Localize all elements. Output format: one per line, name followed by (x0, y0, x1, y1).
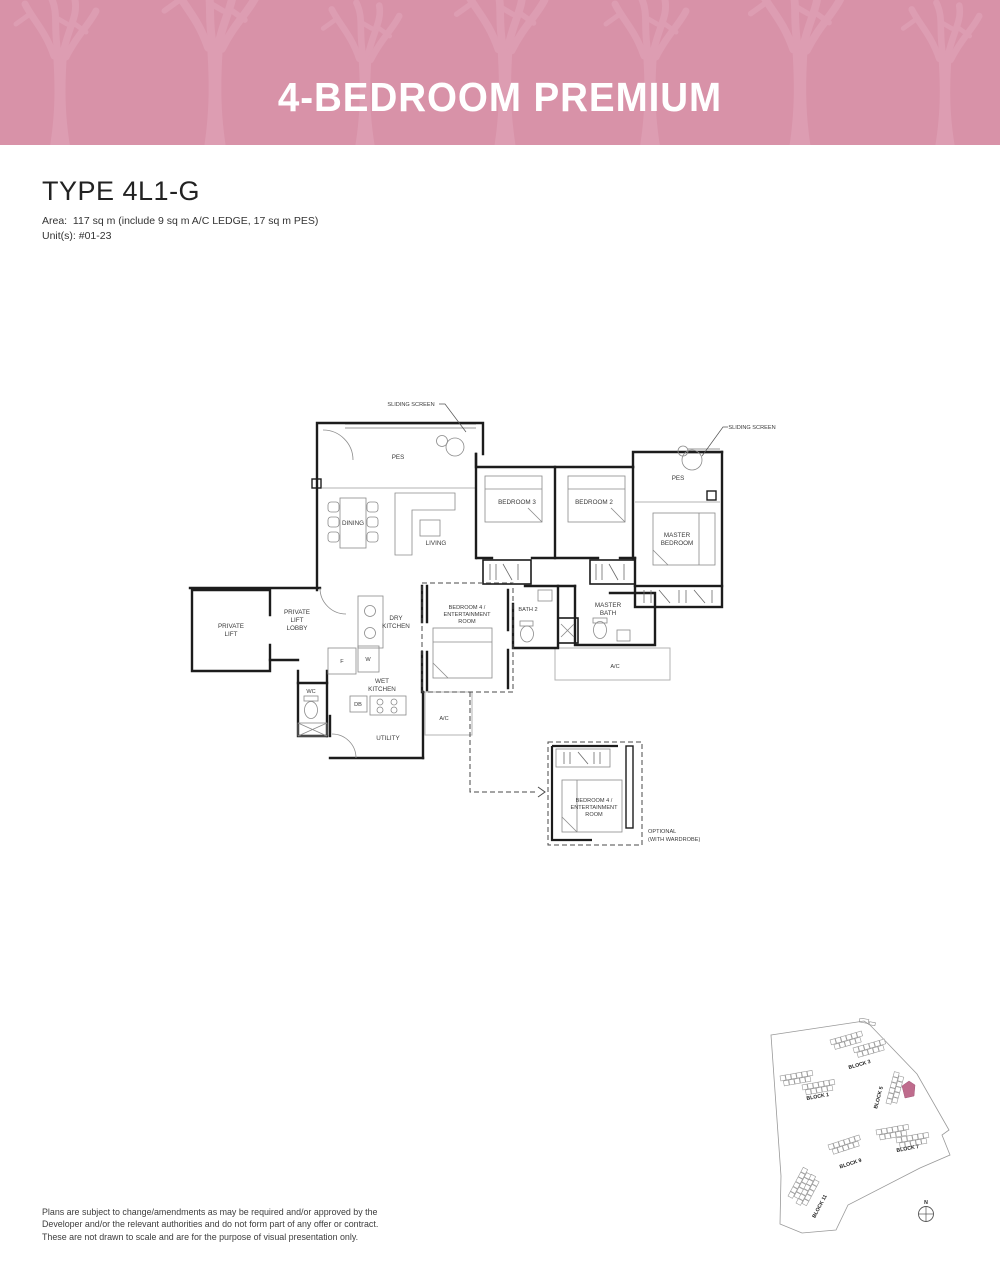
label-bedroom-3: BEDROOM 3 (498, 499, 536, 506)
door-arcs (319, 429, 357, 759)
label-block-1: BLOCK 1 (806, 1092, 830, 1102)
site-plan: BLOCK 1 BLOCK 3 BLOCK 5 BLOCK 7 BLOCK 9 … (770, 1018, 951, 1234)
area-text: Area: 117 sq m (include 9 sq m A/C LEDGE… (42, 215, 319, 227)
svg-text:PRIVATE: PRIVATE (284, 609, 310, 616)
disclaimer: Plans are subject to change/amendments a… (42, 1206, 378, 1243)
disclaimer-line-2: Developer and/or the relevant authoritie… (42, 1219, 379, 1230)
svg-text:DRY: DRY (389, 615, 403, 622)
svg-text:KITCHEN: KITCHEN (368, 686, 396, 693)
optional-room-furniture (555, 748, 623, 833)
label-utility: UTILITY (376, 735, 400, 742)
label-private-lift: PRIVATE LIFT (218, 623, 244, 638)
floor-plan-drawing: SLIDING SCREEN SLIDING SCREEN PES PES DI… (188, 402, 776, 846)
label-dry-kitchen: DRY KITCHEN (382, 615, 410, 630)
plan-info: TYPE 4L1-G Area: 117 sq m (include 9 sq … (42, 176, 318, 245)
label-optional-note: OPTIONAL (WITH WARDROBE) (648, 829, 700, 843)
label-pes-left: PES (392, 454, 405, 461)
label-washer: W (365, 657, 371, 663)
svg-text:BEDROOM 4 /: BEDROOM 4 / (576, 798, 613, 804)
label-living: LIVING (426, 540, 447, 547)
label-block-5: BLOCK 5 (873, 1086, 885, 1110)
svg-text:ROOM: ROOM (585, 812, 603, 818)
label-ac-right: A/C (610, 664, 619, 670)
label-block-7: BLOCK 7 (896, 1144, 920, 1154)
svg-text:ENTERTAINMENT: ENTERTAINMENT (570, 805, 618, 811)
optional-arrow (537, 786, 546, 798)
leader-lines (439, 403, 728, 457)
unit-type-title: TYPE 4L1-G (42, 176, 201, 206)
label-bath-2: BATH 2 (518, 607, 537, 613)
svg-text:OPTIONAL: OPTIONAL (648, 829, 676, 835)
svg-text:LIFT: LIFT (291, 617, 304, 624)
svg-text:MASTER: MASTER (595, 602, 622, 609)
svg-text:ENTERTAINMENT: ENTERTAINMENT (443, 612, 491, 618)
label-wc: WC (306, 689, 315, 695)
wardrobe-hatch (482, 559, 713, 604)
svg-text:KITCHEN: KITCHEN (382, 623, 410, 630)
unit-walls (188, 421, 724, 760)
label-fridge: F (340, 659, 344, 665)
label-sliding-screen-right: SLIDING SCREEN (728, 425, 775, 431)
svg-text:PRIVATE: PRIVATE (218, 623, 244, 630)
wall-markers (311, 478, 717, 501)
label-bedroom-2: BEDROOM 2 (575, 499, 613, 506)
sliding-screens (345, 423, 720, 454)
svg-text:ROOM: ROOM (458, 619, 476, 625)
header-banner: 4-BEDROOM PREMIUM (0, 0, 1000, 145)
compass-north-label: N (924, 1200, 928, 1206)
highlighted-unit (901, 1080, 916, 1099)
disclaimer-line-1: Plans are subject to change/amendments a… (42, 1207, 378, 1217)
svg-text:(WITH WARDROBE): (WITH WARDROBE) (648, 837, 700, 843)
label-optional-room: BEDROOM 4 / ENTERTAINMENT ROOM (570, 798, 618, 818)
label-ac-left: A/C (439, 716, 448, 722)
svg-text:BEDROOM 4 /: BEDROOM 4 / (449, 605, 486, 611)
page-title: 4-BEDROOM PREMIUM (277, 74, 723, 120)
label-dining: DINING (342, 520, 364, 527)
label-private-lift-lobby: PRIVATE LIFT LOBBY (284, 609, 310, 632)
label-pes-right: PES (672, 475, 685, 482)
label-bedroom-4-main: BEDROOM 4 / ENTERTAINMENT ROOM (443, 605, 491, 625)
label-master-bedroom: MASTER BEDROOM (661, 532, 694, 547)
svg-text:BATH: BATH (600, 610, 617, 617)
label-db: DB (354, 702, 362, 708)
label-master-bath: MASTER BATH (595, 602, 622, 617)
svg-text:WET: WET (375, 678, 389, 685)
optional-room-interior (550, 744, 634, 842)
svg-text:MASTER: MASTER (664, 532, 691, 539)
disclaimer-line-3: These are not drawn to scale and are for… (42, 1231, 359, 1242)
compass: N (918, 1200, 934, 1222)
svg-text:LOBBY: LOBBY (287, 625, 309, 632)
units-text: Unit(s): #01-23 (42, 230, 112, 242)
optional-dashed-outlines (421, 582, 643, 846)
label-wet-kitchen: WET KITCHEN (368, 678, 396, 693)
svg-text:BEDROOM: BEDROOM (661, 540, 694, 547)
svg-text:LIFT: LIFT (225, 631, 238, 638)
label-sliding-screen-top: SLIDING SCREEN (387, 402, 434, 408)
furniture (297, 435, 716, 737)
banner-tree-pattern (0, 0, 1000, 145)
site-entrance-mark (858, 1018, 876, 1027)
